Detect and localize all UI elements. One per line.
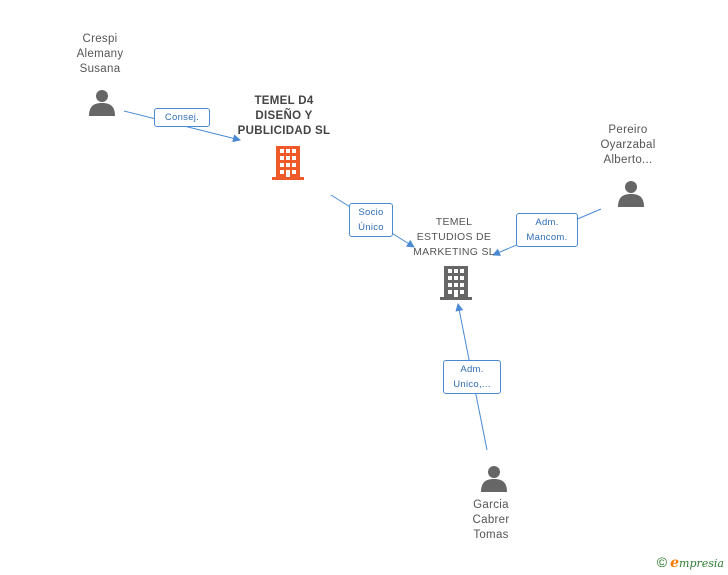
label-line: Unico,... (453, 379, 491, 390)
building-icon[interactable] (440, 266, 472, 300)
company-label-temel-estudios[interactable]: TEMEL ESTUDIOS DE MARKETING SL (402, 215, 506, 260)
person-label-pereiro[interactable]: Pereiro Oyarzabal Alberto... (588, 123, 668, 168)
edge-label-socio-unico[interactable]: Socio Único (349, 203, 393, 237)
edge-label-consej[interactable]: Consej. (154, 108, 210, 127)
label-line: Susana (79, 63, 121, 75)
label-line: Adm. (535, 217, 559, 228)
label-line: MARKETING SL (413, 246, 495, 258)
label-line: Oyarzabal (600, 139, 656, 151)
person-label-garcia[interactable]: Garcia Cabrer Tomas (451, 498, 531, 543)
label-line: Alberto... (603, 154, 653, 166)
brand-logo: empresia (670, 555, 724, 571)
label-line: Alemany (76, 48, 124, 60)
edge-label-adm-mancom[interactable]: Adm. Mancom. (516, 213, 578, 247)
label-line: Crespi (82, 33, 118, 45)
label-line: Pereiro (608, 124, 648, 136)
person-icon[interactable] (617, 179, 645, 207)
label-line: PUBLICIDAD SL (237, 125, 331, 137)
label-line: Único (358, 222, 384, 233)
copyright-icon: © (656, 554, 668, 570)
label-line: Mancom. (526, 232, 568, 243)
label-line: Consej. (164, 112, 200, 123)
empresia-watermark: © empresia (657, 554, 724, 571)
label-line: Cabrer (472, 514, 510, 526)
company-label-temel-d4[interactable]: TEMEL D4 DISEÑO Y PUBLICIDAD SL (224, 94, 344, 139)
edge-label-adm-unico[interactable]: Adm. Unico,... (443, 360, 501, 394)
person-label-crespi[interactable]: Crespi Alemany Susana (60, 32, 140, 77)
label-line: DISEÑO Y (255, 110, 313, 122)
person-icon[interactable] (88, 88, 116, 116)
label-line: TEMEL (435, 216, 473, 228)
label-line: Socio (358, 207, 384, 218)
label-line: TEMEL D4 (254, 95, 314, 107)
label-line: Tomas (473, 529, 509, 541)
label-line: ESTUDIOS DE (416, 231, 492, 243)
person-icon[interactable] (480, 464, 508, 492)
building-icon[interactable] (272, 146, 304, 180)
label-line: Adm. (460, 364, 484, 375)
label-line: Garcia (473, 499, 509, 511)
